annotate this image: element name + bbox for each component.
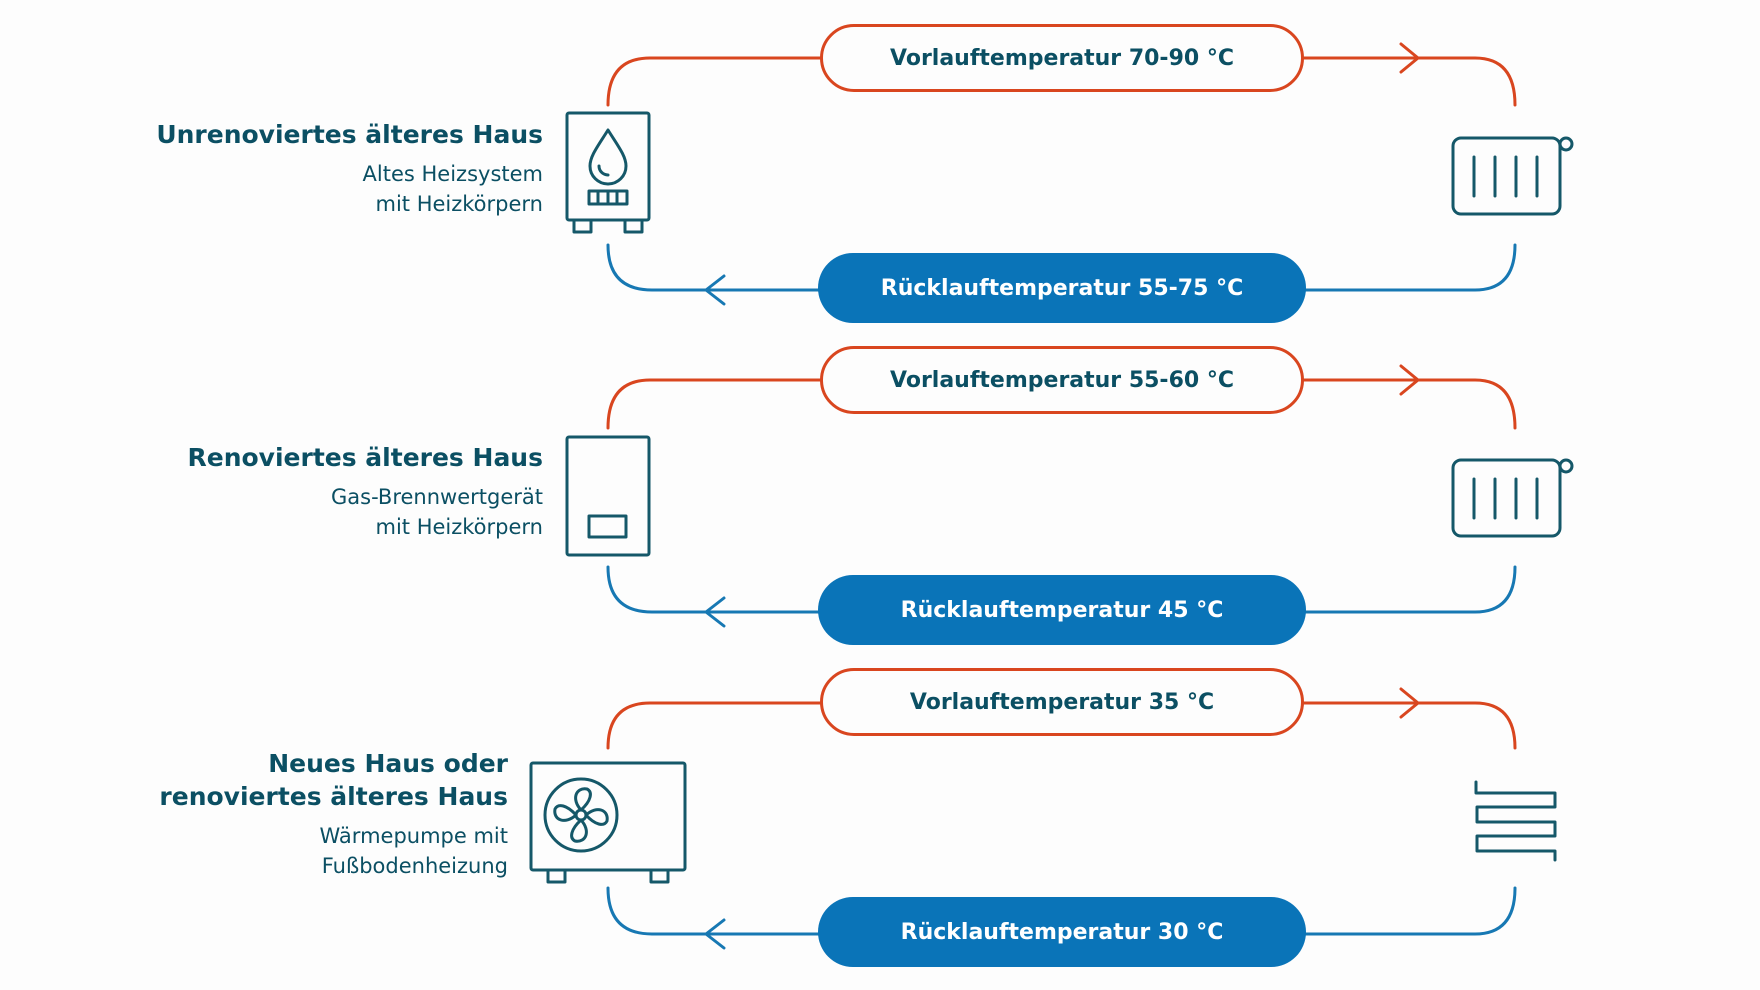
house-subtitle-2: Gas-Brennwertgerät mit Heizkörpern [331, 485, 543, 539]
supply-loop-3 [606, 687, 1517, 750]
gas-condensing-boiler-icon [565, 435, 651, 557]
return-loop-3 [606, 886, 1517, 950]
house-label-2: Renoviertes älteres Haus Gas-Brennwertge… [187, 441, 543, 542]
return-arrow-3 [704, 918, 726, 950]
supply-temperature-pill-3: Vorlauftemperatur 35 °C [820, 668, 1304, 736]
underfloor-heating-icon [1474, 780, 1557, 862]
house-title-2: Renoviertes älteres Haus [187, 443, 543, 472]
return-arrow-1 [704, 274, 726, 306]
return-temperature-pill-1: Rücklauftemperatur 55-75 °C [818, 253, 1306, 323]
return-temperature-pill-2: Rücklauftemperatur 45 °C [818, 575, 1306, 645]
radiator-icon-2 [1451, 458, 1574, 538]
house-label-1: Unrenoviertes älteres Haus Altes Heizsys… [156, 118, 543, 219]
supply-temperature-pill-2: Vorlauftemperatur 55-60 °C [820, 346, 1304, 414]
supply-arrow-2 [1399, 364, 1420, 396]
supply-arrow-1 [1399, 42, 1420, 74]
radiator-icon-1 [1451, 136, 1574, 216]
house-subtitle-3: Wärmepumpe mit Fußbodenheizung [319, 824, 508, 878]
supply-arrow-3 [1399, 687, 1420, 719]
supply-loop-2 [606, 364, 1517, 430]
return-temperature-pill-3: Rücklauftemperatur 30 °C [818, 897, 1306, 967]
return-loop-2 [606, 565, 1517, 628]
house-subtitle-1: Altes Heizsystem mit Heizkörpern [362, 162, 543, 216]
supply-temperature-pill-1: Vorlauftemperatur 70-90 °C [820, 24, 1304, 92]
oil-boiler-icon [565, 111, 651, 234]
supply-loop-1 [606, 42, 1517, 107]
return-arrow-2 [704, 596, 726, 628]
house-title-3: Neues Haus oder renoviertes älteres Haus [159, 749, 508, 811]
return-loop-1 [606, 243, 1517, 306]
house-label-3: Neues Haus oder renoviertes älteres Haus… [159, 747, 508, 881]
house-title-1: Unrenoviertes älteres Haus [156, 120, 543, 149]
heat-pump-fan-icon [529, 761, 687, 884]
